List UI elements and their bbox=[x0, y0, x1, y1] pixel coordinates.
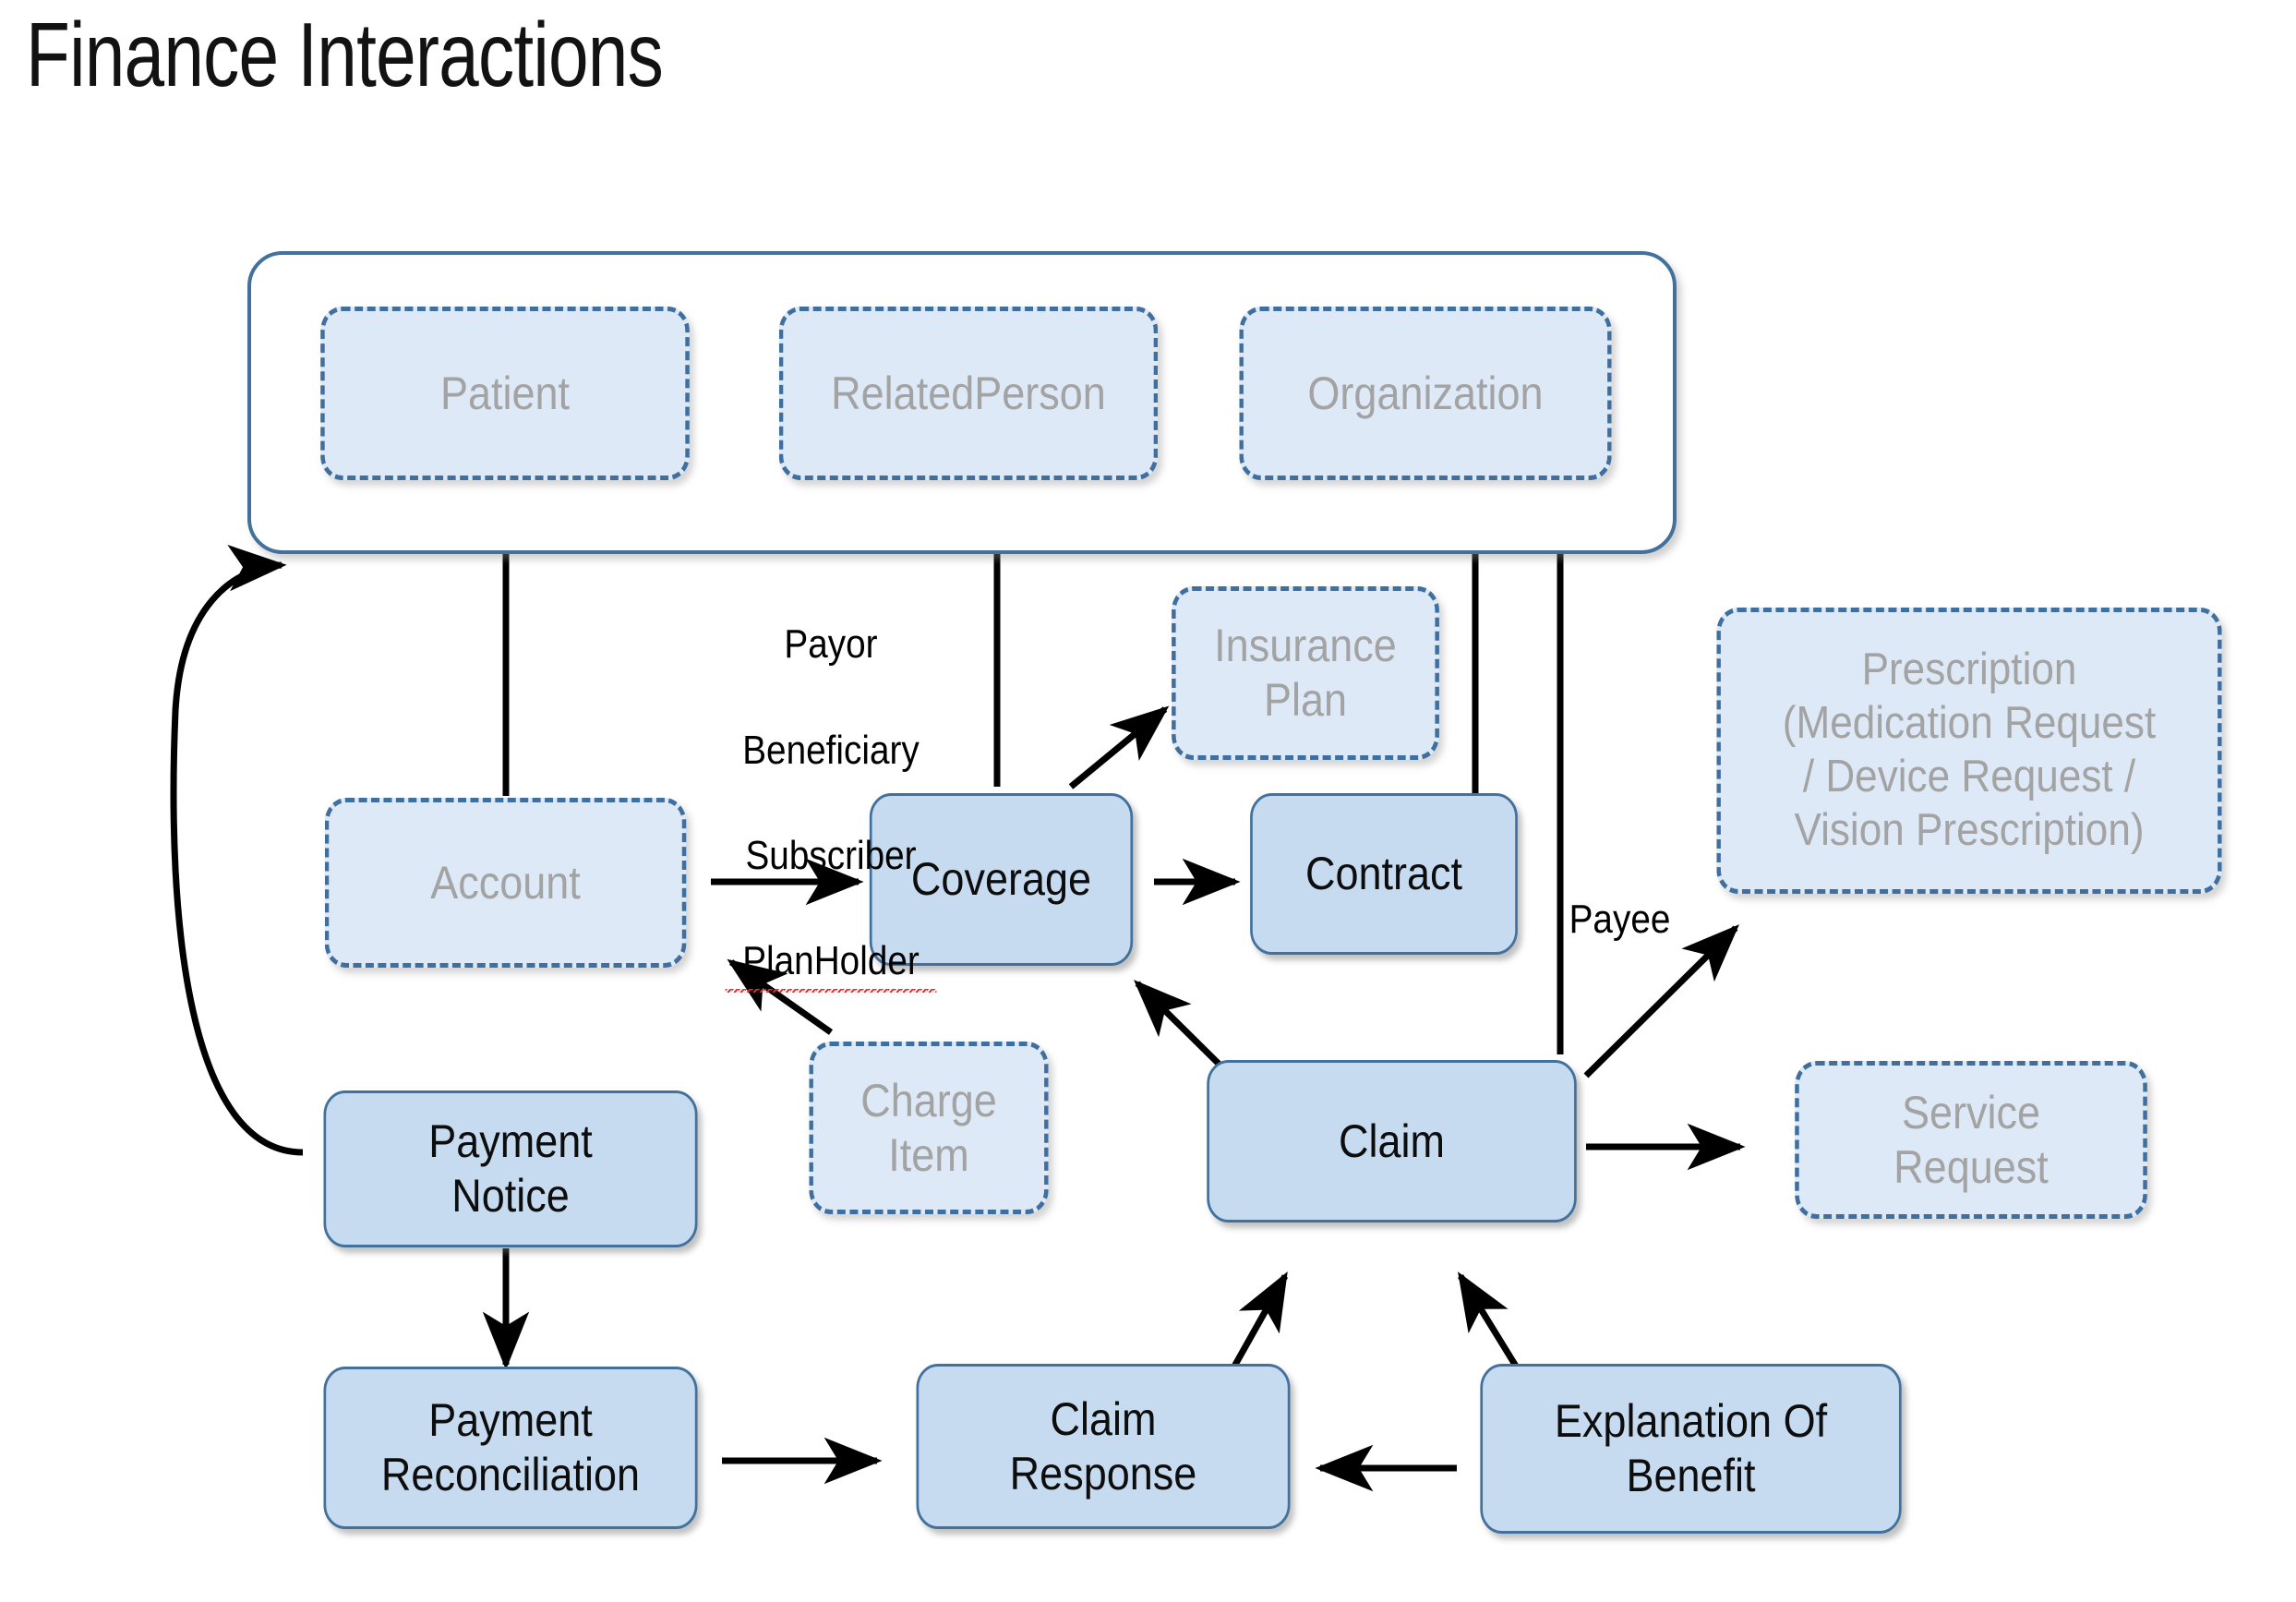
node-charge-item[interactable]: Charge Item bbox=[809, 1042, 1049, 1214]
edge-label-payor: Payor bbox=[784, 621, 878, 668]
node-contract-label: Contract bbox=[1304, 848, 1463, 899]
node-service-request-label: Service Request bbox=[1893, 1086, 2049, 1193]
node-claim-response[interactable]: Claim Response bbox=[916, 1364, 1291, 1529]
node-payment-notice-label: Payment Notice bbox=[428, 1115, 593, 1222]
edge-label-beneficiary: Beneficiary bbox=[742, 727, 920, 773]
node-explanation-of-benefit-label: Explanation Of Benefit bbox=[1554, 1395, 1828, 1501]
node-related-person-label: RelatedPerson bbox=[831, 367, 1106, 419]
edge-label-subscriber: Subscriber bbox=[745, 832, 917, 878]
edge-label-planholder: PlanHolder bbox=[725, 934, 937, 993]
node-prescription-label: Prescription (Medication Request / Devic… bbox=[1782, 644, 2157, 855]
edge-claim-to-coverage bbox=[1134, 980, 1221, 1066]
edge-label-payee: Payee bbox=[1569, 897, 1671, 942]
node-payment-notice[interactable]: Payment Notice bbox=[323, 1090, 698, 1247]
edge-claim-to-prescription bbox=[1583, 924, 1739, 1078]
node-coverage[interactable]: Coverage bbox=[869, 793, 1134, 966]
node-payment-reconciliation-label: Payment Reconciliation bbox=[380, 1394, 641, 1500]
node-service-request[interactable]: Service Request bbox=[1795, 1061, 2147, 1219]
edge-payment-notice-to-actors bbox=[170, 545, 304, 1156]
node-patient-label: Patient bbox=[439, 367, 571, 419]
node-payment-reconciliation[interactable]: Payment Reconciliation bbox=[323, 1367, 698, 1529]
node-insurance-plan-label: Insurance Plan bbox=[1214, 620, 1397, 726]
node-contract[interactable]: Contract bbox=[1250, 793, 1518, 955]
node-prescription[interactable]: Prescription (Medication Request / Devic… bbox=[1716, 608, 2222, 894]
node-patient[interactable]: Patient bbox=[320, 307, 690, 480]
node-account-label: Account bbox=[430, 856, 581, 909]
node-claim-response-label: Claim Response bbox=[1009, 1392, 1197, 1500]
node-organization[interactable]: Organization bbox=[1239, 307, 1612, 480]
page-title: Finance Interactions bbox=[26, 4, 664, 105]
edge-label-coverage-roles: Payor Beneficiary Subscriber PlanHolder bbox=[725, 565, 937, 1045]
node-coverage-label: Coverage bbox=[910, 853, 1092, 905]
node-insurance-plan[interactable]: Insurance Plan bbox=[1172, 586, 1439, 760]
node-related-person[interactable]: RelatedPerson bbox=[778, 307, 1159, 480]
node-claim[interactable]: Claim bbox=[1207, 1060, 1577, 1223]
node-charge-item-label: Charge Item bbox=[860, 1074, 997, 1181]
node-claim-label: Claim bbox=[1338, 1114, 1446, 1167]
edge-coverage-to-insurance-plan bbox=[1068, 705, 1170, 789]
node-explanation-of-benefit[interactable]: Explanation Of Benefit bbox=[1480, 1364, 1902, 1534]
node-organization-label: Organization bbox=[1307, 367, 1544, 419]
node-account[interactable]: Account bbox=[324, 798, 687, 968]
